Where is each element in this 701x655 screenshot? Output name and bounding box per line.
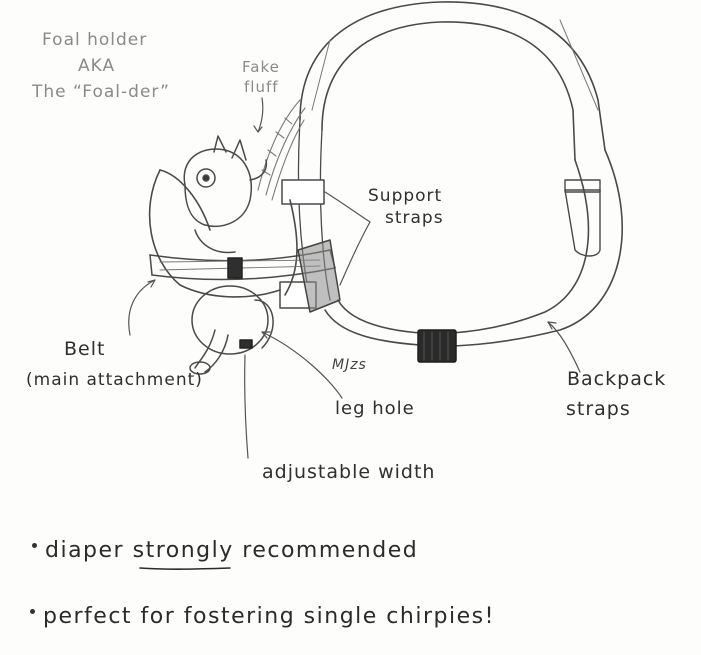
note-diaper-post: recommended	[233, 538, 419, 563]
foal-figure	[183, 135, 268, 254]
fake-fluff	[257, 99, 306, 201]
label-support-straps-2: straps	[385, 208, 444, 228]
backpack-strap-loop	[297, 1, 623, 347]
title-line-3: The “Foal-der”	[32, 82, 170, 102]
label-fake-fluff-2: fluff	[244, 78, 279, 96]
strap-end-tab	[564, 179, 601, 257]
label-leg-hole: leg hole	[335, 398, 415, 419]
title-line-2: AKA	[78, 56, 116, 76]
strap-buckle	[417, 329, 457, 363]
note-diaper: diaper strongly recommended	[32, 540, 418, 562]
label-support-straps-1: Support	[368, 186, 443, 206]
bullet-icon	[32, 542, 37, 548]
label-adjustable-width: adjustable width	[262, 461, 436, 483]
note-diaper-pre: diaper	[45, 538, 133, 563]
carrier-pouch	[148, 169, 298, 298]
carrier-belt	[149, 239, 341, 313]
note-fostering: perfect for fostering single chirpies!	[30, 606, 495, 628]
pointer-lines	[128, 97, 581, 459]
label-belt: Belt	[64, 338, 106, 360]
bullet-icon	[30, 608, 35, 614]
leg-hole	[189, 285, 274, 375]
label-fake-fluff-1: Fake	[242, 58, 280, 76]
emphasis-underline	[139, 567, 231, 570]
label-backpack-straps-2: straps	[566, 398, 631, 420]
note-diaper-emphasis: strongly	[132, 538, 234, 563]
label-belt-main-attachment: (main attachment)	[26, 370, 203, 390]
title-line-1: Foal holder	[42, 30, 148, 50]
label-backpack-straps-1: Backpack	[567, 368, 667, 390]
note-fostering-text: perfect for fostering single chirpies!	[43, 604, 495, 629]
artist-signature: MJzs	[332, 357, 367, 373]
